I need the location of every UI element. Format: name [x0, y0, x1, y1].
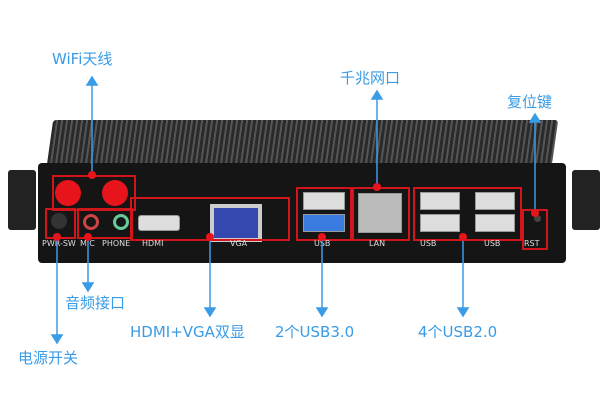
lan-highlight [352, 187, 410, 241]
port-label: RST [524, 239, 540, 248]
port-label: LAN [369, 239, 386, 248]
usb2-highlight [413, 187, 522, 241]
usb2-port [475, 214, 515, 232]
mount-bracket-left [8, 170, 36, 230]
audio-highlight [77, 208, 133, 239]
callout-display: HDMI+VGA双显 [130, 323, 245, 341]
mount-bracket-right [572, 170, 600, 230]
wifi-antenna-connector [55, 180, 81, 206]
power-switch [51, 213, 67, 229]
usb2-port [475, 192, 515, 210]
callout-reset: 复位键 [507, 93, 553, 111]
reset-button [534, 215, 541, 222]
port-label: VGA [230, 239, 248, 248]
lan-port [358, 193, 402, 233]
callout-lan: 千兆网口 [340, 69, 401, 87]
port-label: HDMI [142, 239, 164, 248]
callout-usb2: 4个USB2.0 [418, 323, 498, 341]
callout-audio: 音频接口 [65, 294, 126, 312]
mic-jack [83, 214, 99, 230]
callout-usb3: 2个USB3.0 [275, 323, 355, 341]
usb2-port [420, 214, 460, 232]
usb2-port [420, 192, 460, 210]
usb3-port [303, 214, 345, 232]
port-label: USB [420, 239, 437, 248]
phone-jack [113, 214, 129, 230]
port-label: USB [484, 239, 501, 248]
usb3-port [303, 192, 345, 210]
callout-power: 电源开关 [18, 349, 79, 367]
mini-pc-front-panel [38, 163, 566, 263]
hdmi-port [138, 215, 180, 231]
port-label: PHONE [102, 239, 131, 248]
callout-wifi: WiFi天线 [52, 50, 113, 68]
wifi-antenna-connector [102, 180, 128, 206]
port-label: PWR-SW [42, 239, 76, 248]
